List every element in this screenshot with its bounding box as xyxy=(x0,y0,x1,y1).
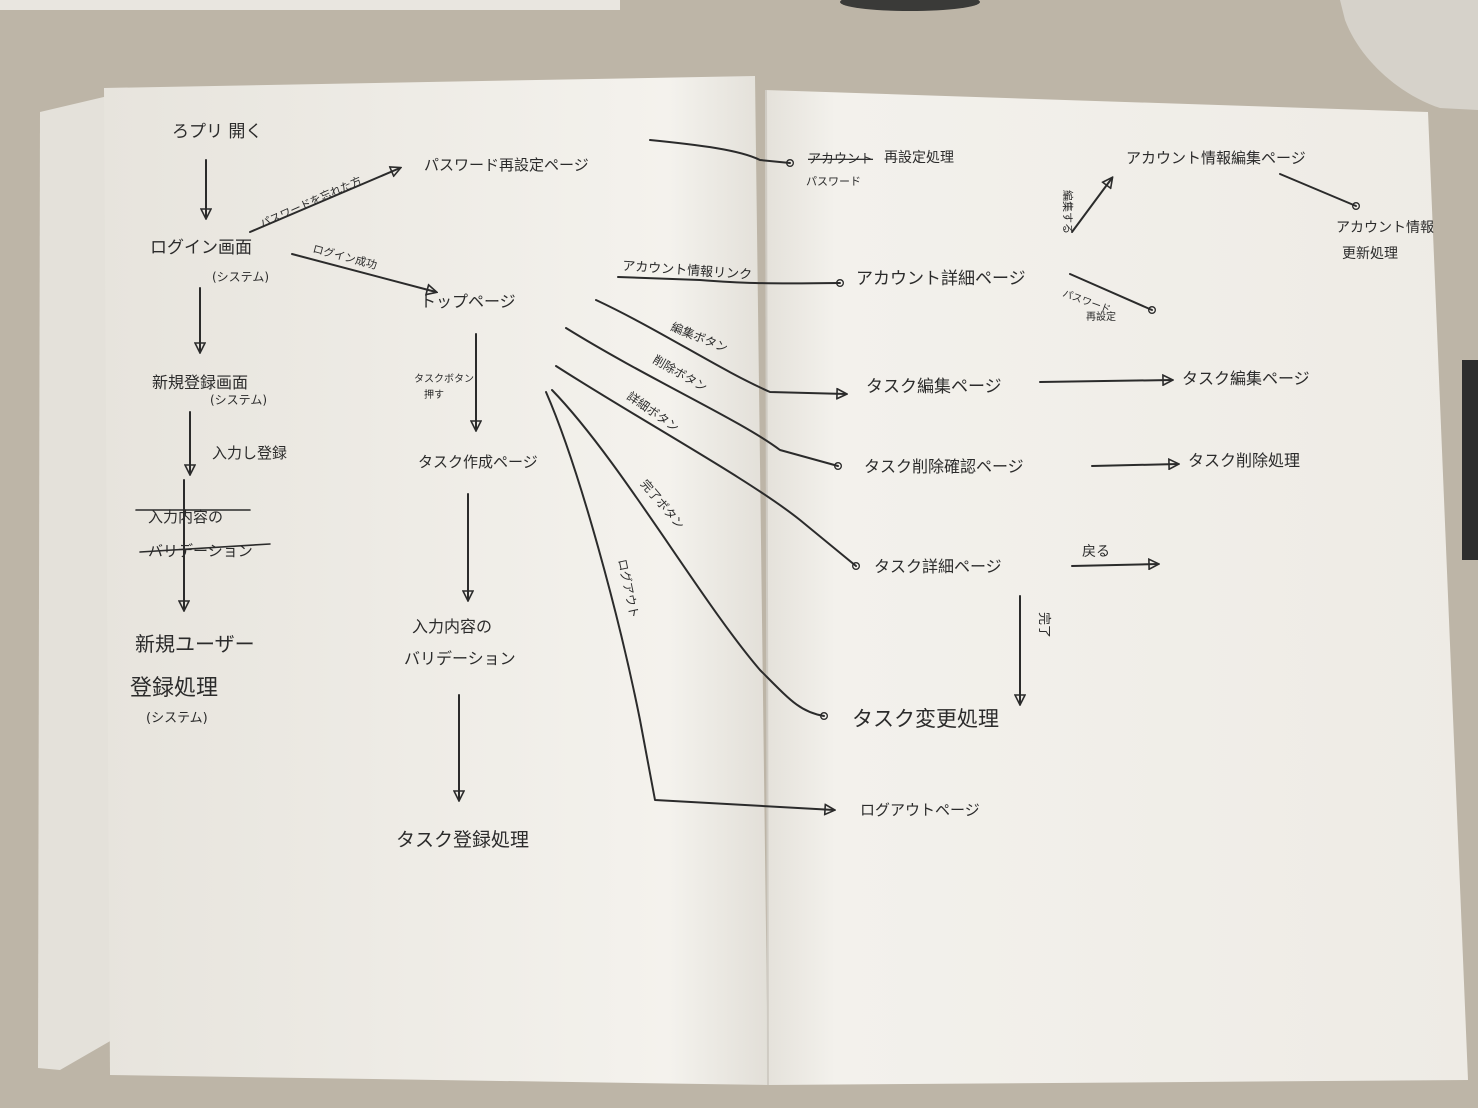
edge-password-reset-to-process xyxy=(649,139,794,167)
paper-under-sheet xyxy=(38,96,112,1070)
node-task-registration: タスク登録処理 xyxy=(396,829,529,851)
edge-label-edit: 編集する xyxy=(1061,190,1075,234)
edge-top-to-task-edit xyxy=(595,299,846,394)
edge-login-to-password-reset xyxy=(249,168,400,233)
node-signup-screen-sub: (システム) xyxy=(210,393,267,407)
edge-login-to-top xyxy=(291,253,436,292)
node-signup-validation-struck-1: 入力内容の xyxy=(148,508,223,526)
edge-top-to-task-detail xyxy=(555,365,860,570)
node-task-validation-1: 入力内容の xyxy=(412,617,492,636)
node-login-screen: ログイン画面 xyxy=(150,238,252,258)
edge-label-complete: 完了 xyxy=(1036,612,1051,638)
node-new-user-registration-1: 新規ユーザー xyxy=(135,632,255,656)
edge-label-task-button-1: タスクボタン xyxy=(414,373,474,385)
strike-line-2 xyxy=(139,543,271,553)
node-account-detail-page: アカウント詳細ページ xyxy=(856,269,1026,289)
node-password-reset-page: パスワード再設定ページ xyxy=(424,156,589,174)
edge-account-detail-to-password-reset xyxy=(1069,273,1156,314)
desk-paper-edge xyxy=(0,0,620,10)
edge-task-delete-to-process xyxy=(1091,464,1178,466)
node-password-reset-process-struck: アカウント xyxy=(808,152,873,167)
node-signup-screen: 新規登録画面 xyxy=(152,373,248,392)
node-new-user-registration-2: 登録処理 xyxy=(130,676,218,701)
edge-task-detail-back xyxy=(1071,564,1158,566)
node-task-validation-2: バリデーション xyxy=(404,649,516,668)
node-login-screen-sub: (システム) xyxy=(212,270,269,284)
desk-glass-object xyxy=(1340,0,1478,110)
edge-label-back: 戻る xyxy=(1082,544,1110,560)
node-account-update-1: アカウント情報 xyxy=(1336,220,1434,236)
edge-top-to-task-delete xyxy=(565,327,842,470)
edge-top-to-logout xyxy=(545,391,834,810)
node-app-open: ろプリ 開く xyxy=(172,122,262,142)
node-password-reset-process-insert: パスワード xyxy=(806,175,861,188)
node-task-detail-page: タスク詳細ページ xyxy=(874,557,1002,576)
edge-label-password-reset-2: 再設定 xyxy=(1086,310,1116,323)
edge-account-detail-to-edit xyxy=(1071,178,1112,233)
node-task-edit-page-2: タスク編集ページ xyxy=(1182,369,1310,388)
node-account-edit-page: アカウント情報編集ページ xyxy=(1126,149,1306,167)
node-task-change-process: タスク変更処理 xyxy=(852,707,999,731)
edge-label-task-button-2: 押す xyxy=(424,388,444,401)
desk-cup xyxy=(840,0,980,11)
node-task-edit-page: タスク編集ページ xyxy=(866,377,1002,397)
edge-task-edit-to-edit xyxy=(1039,380,1172,382)
node-task-delete-process: タスク削除処理 xyxy=(1188,451,1300,470)
edge-top-to-task-change xyxy=(551,389,828,720)
node-top-page: トップページ xyxy=(420,292,516,311)
node-task-create-page: タスク作成ページ xyxy=(418,453,538,471)
node-logout-page: ログアウトページ xyxy=(860,801,980,819)
node-account-update-2: 更新処理 xyxy=(1342,246,1398,262)
node-task-delete-confirm-page: タスク削除確認ページ xyxy=(864,457,1024,476)
desk-pen xyxy=(1462,360,1478,560)
edge-label-input-and-register: 入力し登録 xyxy=(212,444,287,462)
left-page xyxy=(104,76,768,1085)
right-page xyxy=(765,90,1468,1085)
edge-top-to-account-detail xyxy=(617,276,844,287)
edge-account-edit-to-update xyxy=(1279,173,1360,210)
page-gutter xyxy=(765,89,769,1086)
node-new-user-registration-sub: (システム) xyxy=(146,711,208,726)
node-password-reset-process: 再設定処理 xyxy=(884,150,954,166)
